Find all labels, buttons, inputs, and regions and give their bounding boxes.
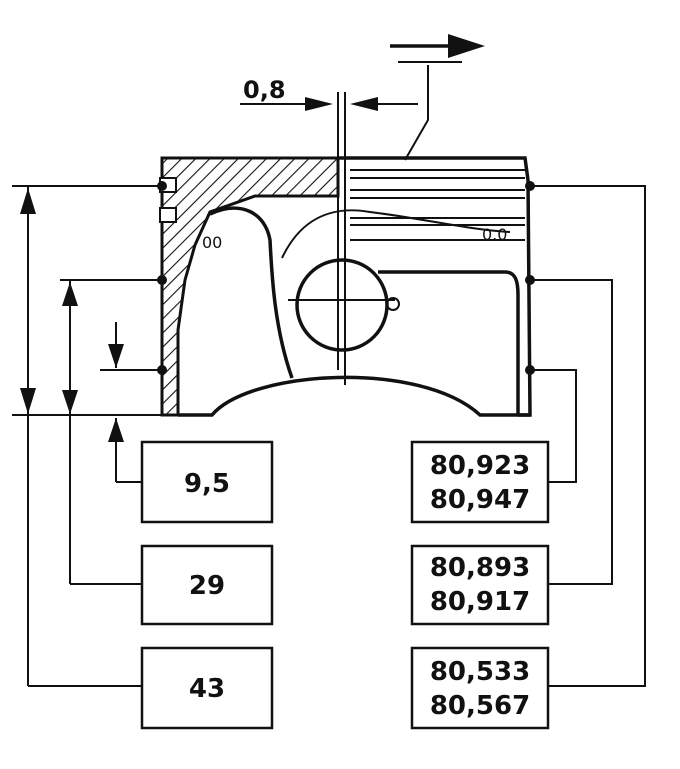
diameter-max: 80,567: [430, 691, 530, 721]
height-value: 29: [189, 571, 225, 601]
height-dimension-43: [20, 186, 142, 687]
diameter-box-3: 80,533 80,567: [410, 646, 550, 730]
piston-axis: [337, 92, 346, 385]
piston-mark-2: 0.0: [482, 225, 507, 244]
diameter-min: 80,893: [430, 553, 530, 583]
diameter-max: 80,947: [430, 485, 530, 515]
diameter-leaders: [530, 185, 646, 687]
height-dimension-29: [62, 280, 142, 585]
height-box-1: 9,5: [140, 440, 274, 524]
piston-section: 00 0.0: [159, 156, 532, 417]
height-extension-lines: [12, 185, 178, 416]
height-value: 43: [189, 674, 225, 704]
diameter-box-2: 80,893 80,917: [410, 544, 550, 626]
diameter-box-1: 80,923 80,947: [410, 440, 550, 524]
section-leader: [404, 65, 429, 161]
offset-dimension: 0,8: [240, 76, 418, 111]
height-box-2: 29: [140, 544, 274, 626]
piston-mark: 00: [202, 233, 222, 252]
offset-label: 0,8: [243, 76, 286, 104]
diameter-min: 80,923: [430, 451, 530, 481]
height-value: 9,5: [184, 469, 230, 499]
height-box-3: 43: [140, 646, 274, 730]
height-dimension-9-5: [108, 322, 142, 483]
diameter-min: 80,533: [430, 657, 530, 687]
diameter-max: 80,917: [430, 587, 530, 617]
direction-arrow: [390, 34, 485, 63]
